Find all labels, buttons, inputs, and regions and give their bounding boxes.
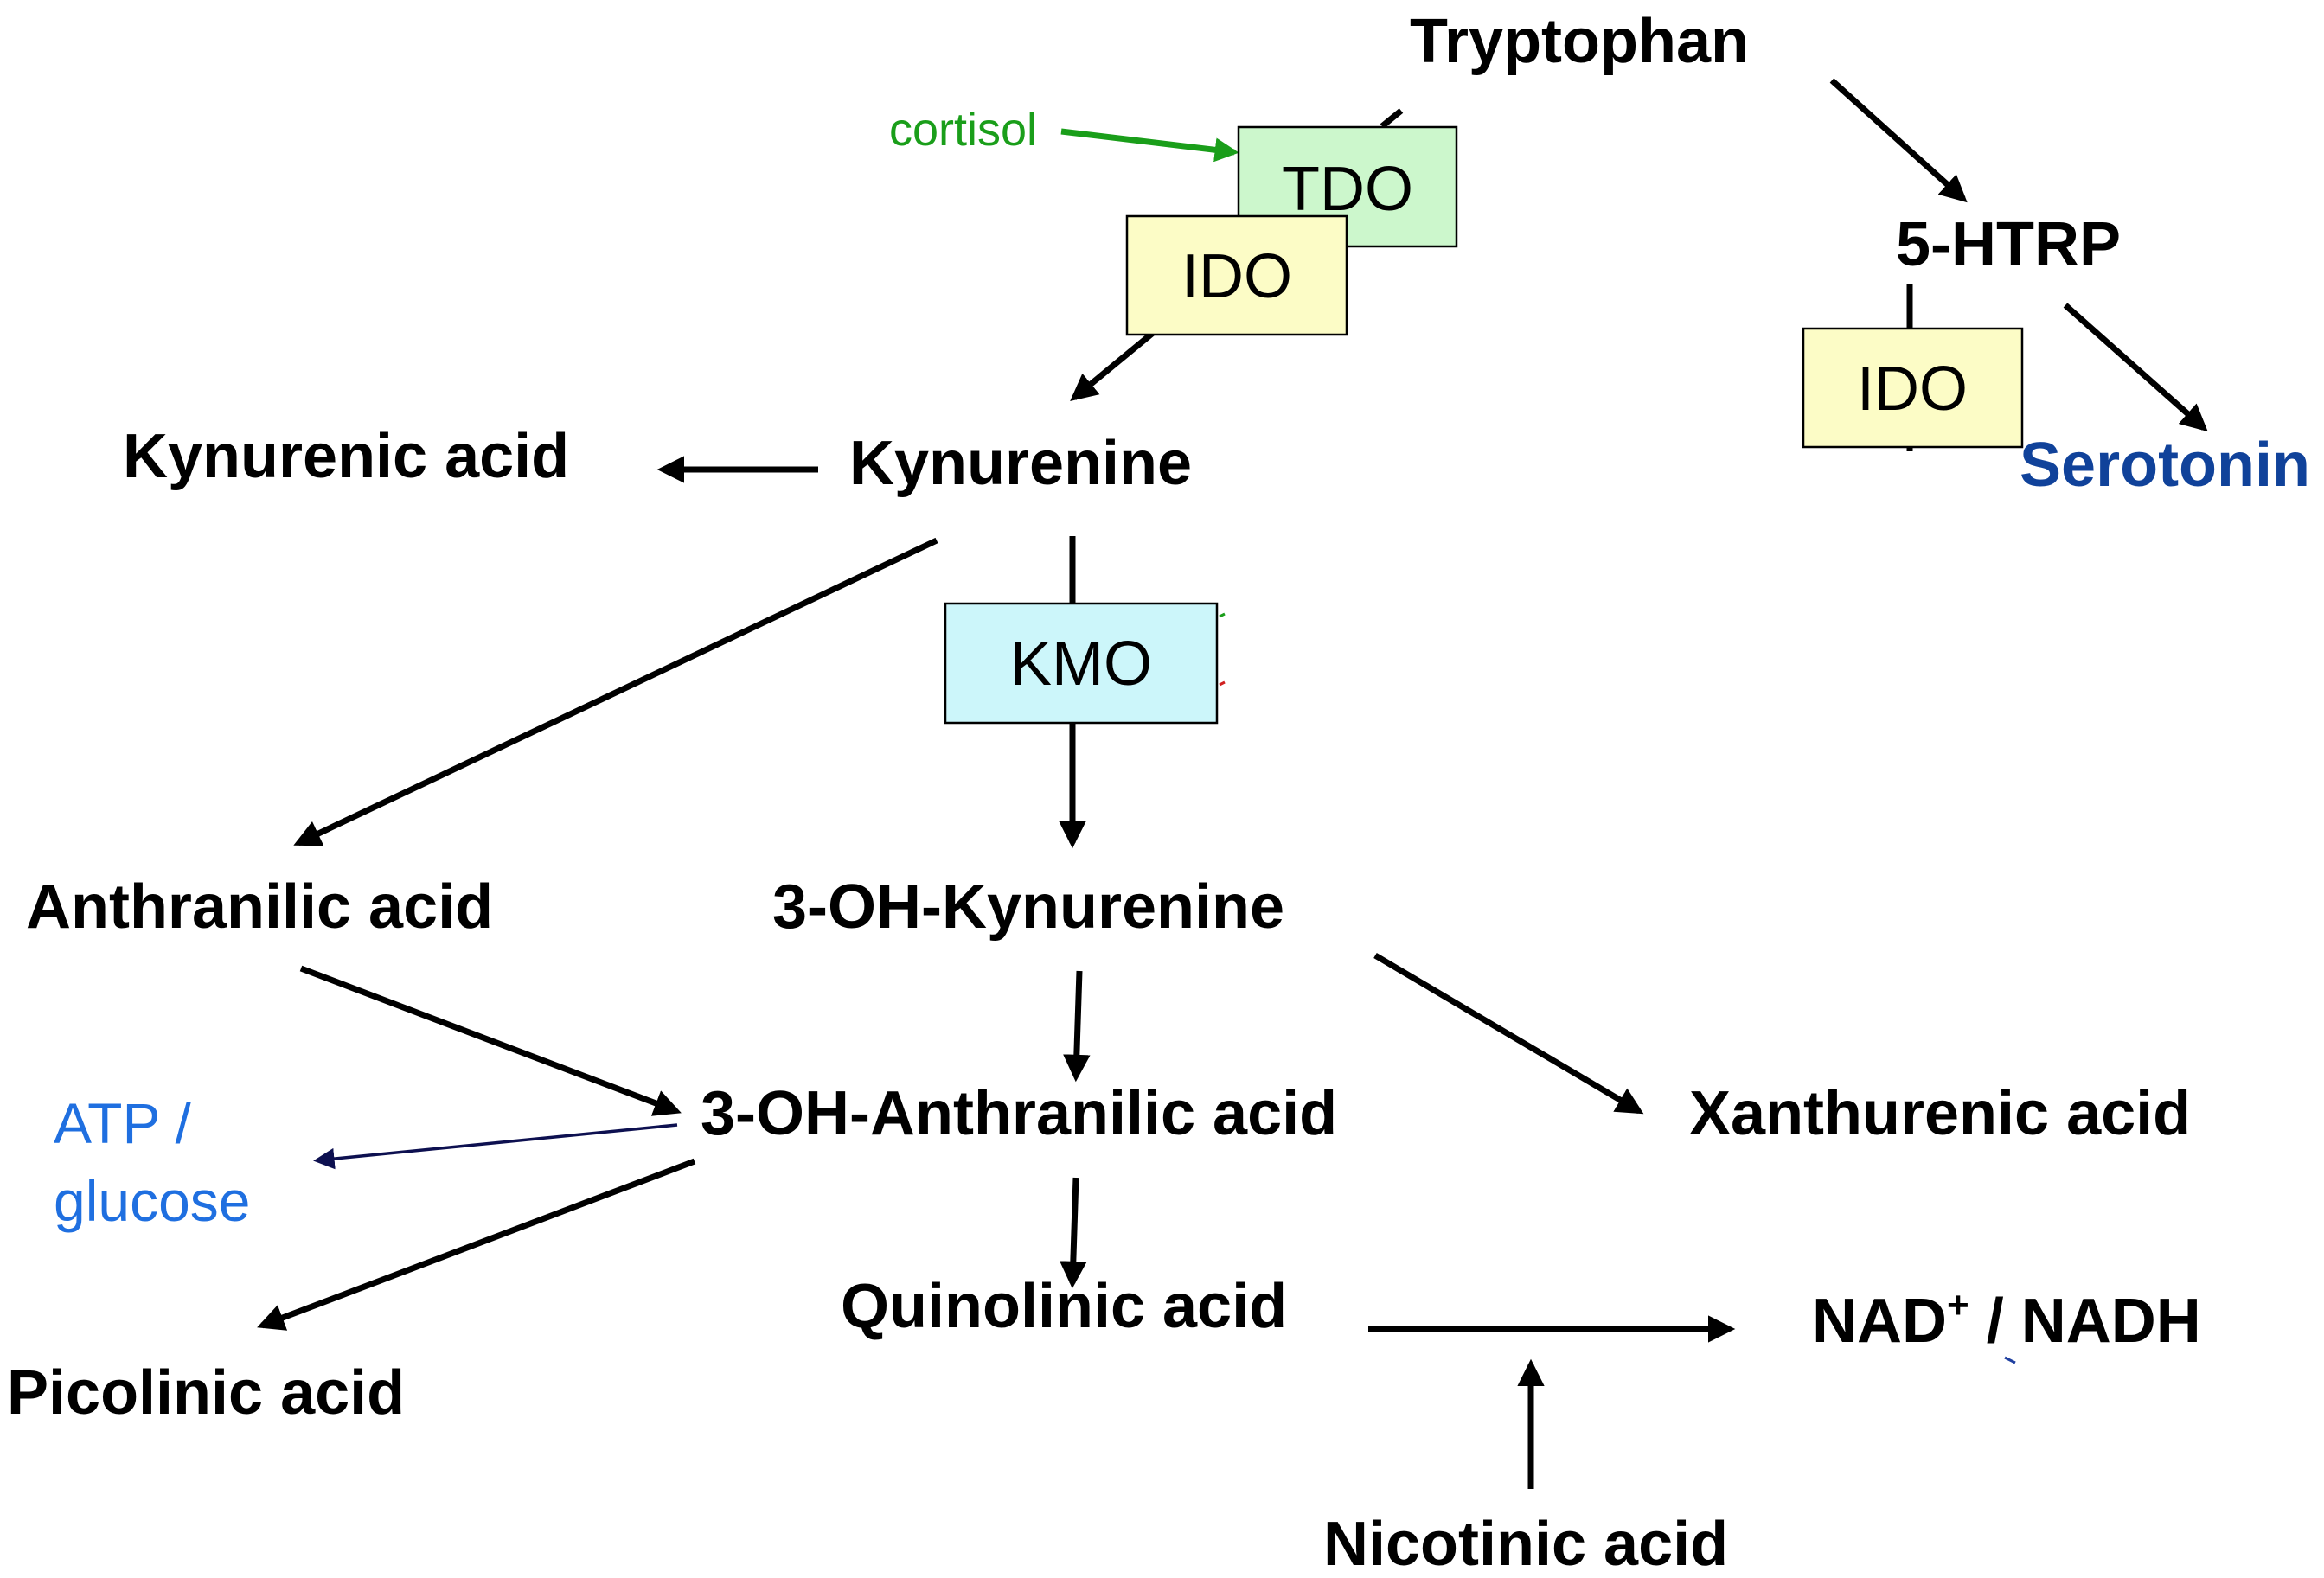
arrow-tryptophan-to-enzymes [1380,108,1404,129]
node-kynurenic-acid: Kynurenic acid [123,422,569,491]
node-3-oh-kynurenine: 3-OH-Kynurenine [772,872,1284,942]
node-xanthurenic-acid: Xanthurenic acid [1689,1079,2191,1148]
arrow-cortisol-to-tdo [1060,128,1239,163]
stray-mark-blue-nad [2004,1356,2016,1364]
arrow-3oh-anthranilic-to-picolinic [257,1158,696,1331]
node-5-htrp: 5-HTRP [1896,210,2121,279]
enzyme-ido-serotonin-box: IDO [1802,327,2024,449]
note-atp-line2: glucose [54,1169,251,1233]
node-anthranilic-acid: Anthranilic acid [26,872,493,942]
arrows [257,78,2208,1489]
stray-mark-green-kmo [1219,612,1226,618]
enzyme-kmo-box: KMO [944,602,1219,725]
arrow-anthranilic-to-3oh-anthranilic [299,965,682,1116]
arrow-3oh-anthranilic-to-quinolinic [1060,1177,1087,1289]
node-picolinic-acid: Picolinic acid [7,1358,405,1428]
arrow-5htrp-to-serotonin [2063,303,2208,432]
enzyme-ido-main-label: IDO [1181,242,1292,311]
nad-rest-text: / NADH [1969,1287,2201,1356]
node-nad-nadh: NAD+ / NADH [1812,1284,2201,1356]
enzyme-tdo-label: TDO [1282,155,1413,224]
node-serotonin: Serotonin [2020,431,2310,500]
nad-superscript: + [1947,1284,1969,1326]
node-nicotinic-acid: Nicotinic acid [1323,1510,1728,1574]
enzyme-ido-serotonin-label: IDO [1857,355,1968,424]
note-atp-line1: ATP / [54,1091,192,1155]
enzyme-kmo-label: KMO [1010,629,1152,699]
node-3-oh-anthranilic-acid: 3-OH-Anthranilic acid [701,1079,1337,1148]
arrow-3oh-kynurenine-to-xanthurenic [1373,952,1644,1115]
stray-mark-red-kmo [1219,680,1226,687]
nad-text: NAD [1812,1287,1947,1356]
node-kynurenine: Kynurenine [849,429,1192,498]
enzyme-ido-main-box: IDO [1125,214,1348,336]
note-cortisol: cortisol [889,104,1037,156]
arrow-tryptophan-to-5htrp [1829,78,1968,203]
node-quinolinic-acid: Quinolinic acid [841,1272,1287,1341]
arrow-3oh-anthranilic-to-atp-glucose [313,1123,678,1170]
arrow-kynurenine-to-anthranilic-acid [293,537,938,846]
node-tryptophan: Tryptophan [1410,7,1749,76]
arrow-3oh-kynurenine-to-3oh-anthranilic [1063,970,1091,1083]
arrow-enzymes-to-kynurenine [1070,330,1156,402]
